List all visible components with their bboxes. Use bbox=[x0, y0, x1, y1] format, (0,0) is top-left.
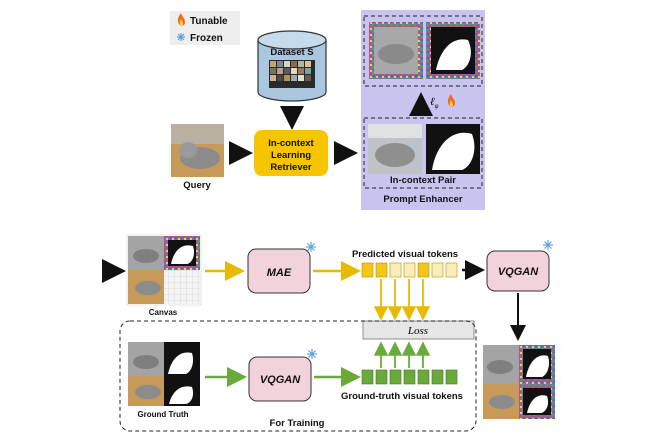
query-label: Query bbox=[183, 180, 211, 191]
loss-symbol-main: ℓ bbox=[430, 96, 435, 108]
predicted-token bbox=[417, 262, 430, 278]
gt-token-row bbox=[361, 369, 458, 385]
in-context-pair-label: In-context Pair bbox=[390, 175, 456, 186]
training-dashed-box bbox=[119, 320, 477, 432]
arrows-predicted-to-loss bbox=[373, 279, 431, 321]
enhanced-pair-images bbox=[369, 22, 480, 79]
ground-truth-label: Ground Truth bbox=[137, 410, 188, 419]
flame-icon bbox=[177, 13, 185, 26]
predicted-token-row bbox=[361, 262, 458, 278]
snowflake-icon bbox=[543, 240, 553, 250]
vqgan-decoder-box bbox=[486, 250, 550, 292]
gt-token bbox=[375, 369, 388, 385]
loss-symbol: ℓφ bbox=[430, 96, 439, 110]
for-training-label: For Training bbox=[270, 418, 325, 429]
dataset-cylinder: Dataset S bbox=[257, 30, 327, 102]
predicted-token bbox=[445, 262, 458, 278]
legend-tunable-label: Tunable bbox=[190, 16, 228, 27]
gt-tokens-label: Ground-truth visual tokens bbox=[341, 391, 463, 402]
vqgan-decoder-label: VQGAN bbox=[498, 266, 539, 278]
vqgan-encoder-box bbox=[248, 356, 312, 402]
predicted-token bbox=[403, 262, 416, 278]
predicted-token bbox=[389, 262, 402, 278]
in-context-pair-dashed-box bbox=[363, 117, 483, 189]
loss-symbol-subscript: φ bbox=[435, 102, 439, 110]
predicted-token bbox=[375, 262, 388, 278]
retriever-label-line-3: Retriever bbox=[270, 162, 311, 173]
ground-truth-image bbox=[128, 342, 200, 406]
retriever-box bbox=[254, 130, 328, 176]
predicted-token bbox=[361, 262, 374, 278]
dataset-label: Dataset S bbox=[270, 47, 313, 58]
vqgan-encoder-label: VQGAN bbox=[260, 374, 301, 386]
retriever-label-line-1: In-context bbox=[268, 138, 314, 149]
canvas-image bbox=[126, 234, 202, 306]
prompt-enhancer-label: Prompt Enhancer bbox=[383, 194, 462, 205]
legend: Tunable Frozen bbox=[170, 11, 240, 45]
retriever-label-line-2: Learning bbox=[271, 150, 311, 161]
canvas-label: Canvas bbox=[149, 308, 178, 317]
predicted-token bbox=[431, 262, 444, 278]
arrows-gt-to-loss bbox=[373, 341, 431, 368]
flame-icon bbox=[447, 94, 455, 107]
query-image bbox=[171, 124, 224, 177]
snowflake-icon bbox=[307, 349, 317, 359]
enhanced-pair-dashed-box bbox=[363, 15, 483, 87]
predicted-tokens-label: Predicted visual tokens bbox=[352, 249, 458, 260]
gt-token bbox=[417, 369, 430, 385]
loss-label: Loss bbox=[407, 325, 428, 337]
in-context-pair-images bbox=[368, 124, 480, 174]
gt-token bbox=[389, 369, 402, 385]
gt-token bbox=[361, 369, 374, 385]
gt-token bbox=[403, 369, 416, 385]
legend-frozen-label: Frozen bbox=[190, 33, 223, 44]
mae-box bbox=[247, 248, 311, 294]
mae-label: MAE bbox=[267, 267, 292, 279]
snowflake-icon bbox=[177, 33, 185, 41]
gt-token bbox=[431, 369, 444, 385]
snowflake-icon bbox=[306, 242, 316, 252]
dataset-thumbnail-grid bbox=[269, 60, 315, 88]
gt-token bbox=[445, 369, 458, 385]
output-image bbox=[483, 345, 555, 419]
